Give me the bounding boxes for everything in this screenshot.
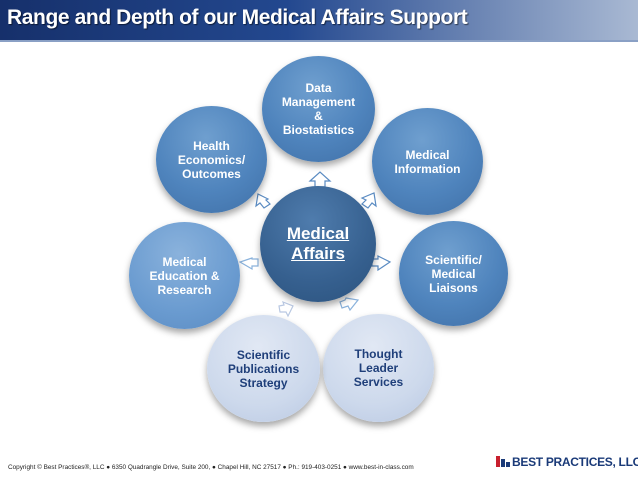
node-scientific-medical-liaisons: Scientific/ Medical Liaisons <box>399 221 508 326</box>
node-data-management: Data Management & Biostatistics <box>262 56 375 162</box>
node-thought-leader-services: Thought Leader Services <box>323 314 434 422</box>
node-medical-information: Medical Information <box>372 108 483 215</box>
node-label: Scientific/ Medical Liaisons <box>425 252 482 295</box>
arrow-to-data-management <box>308 171 332 188</box>
title-bar: Range and Depth of our Medical Affairs S… <box>0 0 638 40</box>
arrow-to-thought-leader-services <box>339 297 360 312</box>
node-label: Health Economics/ Outcomes <box>177 138 246 181</box>
arrow-to-medical-information <box>360 192 377 209</box>
arrow-to-scientific-publications-strategy <box>278 300 294 318</box>
node-label: Thought Leader Services <box>353 347 404 389</box>
node-label: Scientific Publications Strategy <box>227 347 300 390</box>
company-logo: BEST PRACTICES, LLC <box>512 455 638 469</box>
center-label: Medical Affairs <box>286 224 350 263</box>
best-practices-logo-icon <box>496 456 510 467</box>
node-label: Medical Information <box>394 147 461 176</box>
node-medical-education-research: Medical Education & Research <box>129 222 240 329</box>
footer-copyright: Copyright © Best Practices®, LLC ● 6350 … <box>8 464 414 471</box>
title-divider <box>0 40 638 42</box>
node-scientific-publications-strategy: Scientific Publications Strategy <box>207 315 320 422</box>
arrow-to-health-economics-outcomes <box>255 193 271 209</box>
page-title: Range and Depth of our Medical Affairs S… <box>7 6 468 29</box>
center-node-medical-affairs: Medical Affairs <box>260 186 376 302</box>
arrow-to-scientific-medical-liaisons <box>371 255 392 272</box>
node-label: Data Management & Biostatistics <box>281 81 356 137</box>
node-health-economics-outcomes: Health Economics/ Outcomes <box>156 106 267 213</box>
arrow-to-medical-education-research <box>238 257 259 271</box>
node-label: Medical Education & Research <box>149 254 220 297</box>
